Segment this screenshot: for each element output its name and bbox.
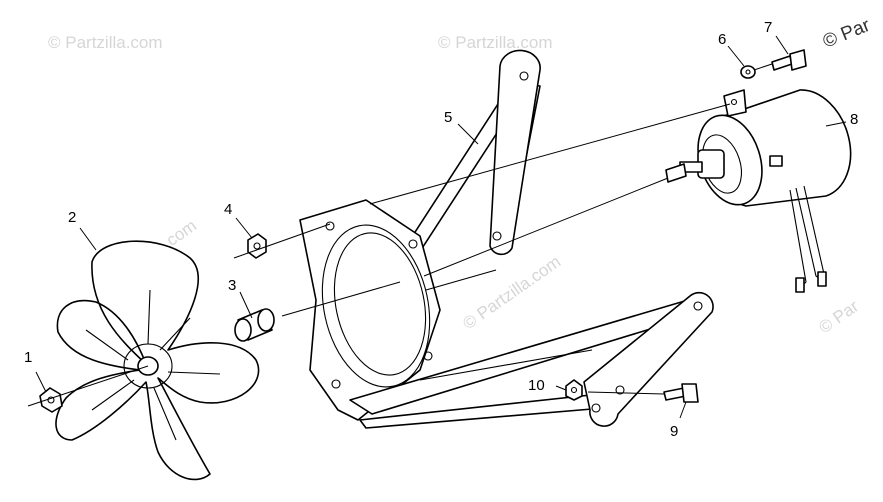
bolt-part — [663, 383, 699, 403]
motor-part — [665, 89, 852, 293]
spacer-part — [234, 308, 275, 342]
callout-leaders — [35, 35, 847, 419]
nut-4-part — [247, 233, 267, 259]
watermark: © Partzilla.com — [48, 33, 163, 52]
callout-9: 9 — [670, 423, 678, 440]
callout-5: 5 — [444, 109, 452, 126]
assembly-lines — [27, 63, 773, 407]
callouts: 1 2 3 4 5 6 7 8 9 10 — [24, 19, 858, 440]
watermark: © Partzilla.com — [438, 33, 553, 52]
callout-1: 1 — [24, 349, 32, 366]
callout-6: 6 — [718, 31, 726, 48]
watermark: © Par — [820, 15, 874, 53]
nut-10-part — [565, 379, 583, 401]
watermark: © Partzilla.com — [459, 252, 564, 333]
callout-3: 3 — [228, 277, 236, 294]
washer-part — [740, 65, 756, 79]
callout-8: 8 — [850, 111, 858, 128]
callout-2: 2 — [68, 209, 76, 226]
watermark: © Par — [815, 296, 862, 337]
shroud-bracket-part — [299, 49, 714, 429]
callout-7: 7 — [764, 19, 772, 36]
callout-4: 4 — [224, 201, 232, 218]
screw-7-part — [771, 49, 807, 71]
callout-10: 10 — [528, 377, 545, 394]
nut-1-part — [39, 387, 63, 413]
